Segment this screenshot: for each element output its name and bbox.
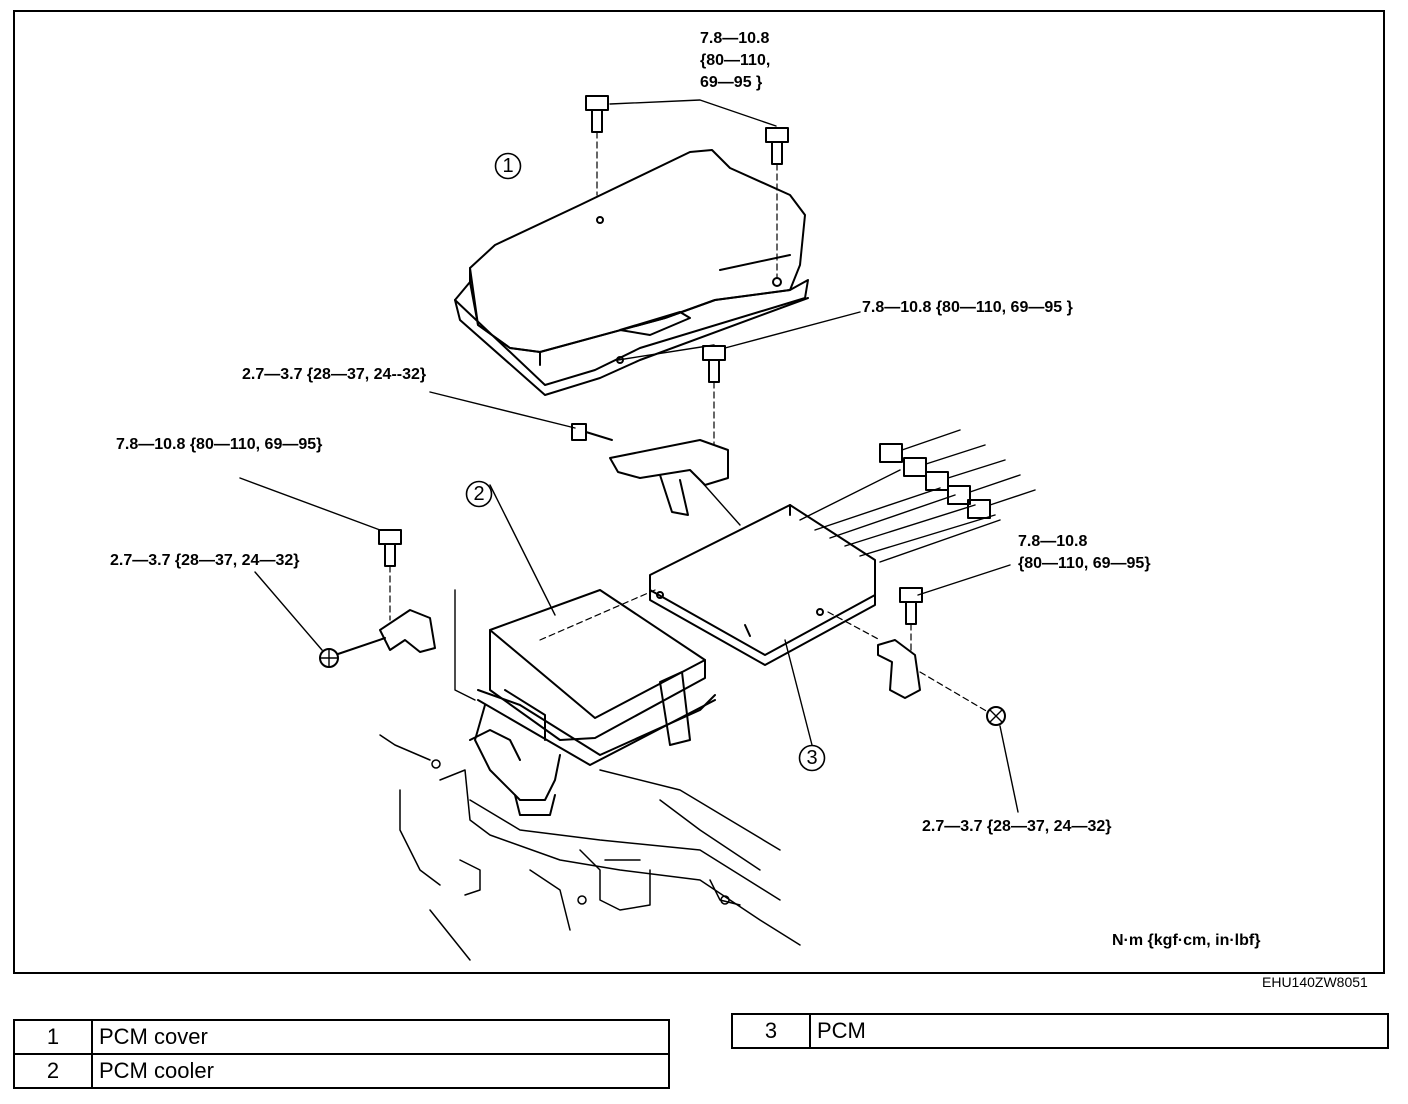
pcm-cover	[454, 149, 809, 396]
torque-line: 7.8—10.8	[1018, 533, 1088, 550]
callout-2-number: 2	[473, 483, 485, 505]
torque-left-bracket-bolt: 7.8—10.8 {80—110, 69—95}	[116, 436, 323, 453]
torque-line: 7.8—10.8	[700, 30, 770, 47]
torque-units: N·m {kgf·cm, in·lbf}	[1112, 932, 1261, 949]
pcm-unit	[649, 429, 1036, 746]
torque-left-bracket-screw: 2.7—3.7 {28—37, 24—32}	[110, 552, 300, 569]
legend-part-name: PCM cooler	[91, 1053, 670, 1089]
legend-table-left: 1 PCM cover 2 PCM cooler	[13, 1019, 670, 1089]
legend-table-right: 3 PCM	[731, 1013, 1389, 1049]
legend-row: 1 PCM cover	[13, 1019, 670, 1055]
torque-bracket-top-bolt: 7.8—10.8 {80—110, 69—95 }	[862, 299, 1073, 316]
legend-part-name: PCM cover	[91, 1019, 670, 1055]
callout-1-circle	[494, 152, 522, 180]
torque-line: {80—110, 69—95}	[1018, 555, 1151, 572]
legend-number: 2	[13, 1053, 93, 1089]
callout-3-number: 3	[806, 747, 818, 769]
torque-right-bracket-screw: 2.7—3.7 {28—37, 24—32}	[922, 818, 1112, 835]
callout-3-circle	[798, 744, 826, 772]
callout-2-circle	[465, 480, 493, 508]
legend-row: 2 PCM cooler	[13, 1053, 670, 1089]
legend-row: 3 PCM	[731, 1013, 1389, 1049]
top-bracket	[429, 311, 861, 516]
cover-bolts	[585, 95, 789, 279]
torque-line: {80—110,	[700, 52, 771, 69]
torque-right-bracket-bolt: 7.8—10.8 {80—110, 69—95}	[1018, 531, 1151, 575]
legend-part-name: PCM	[809, 1013, 1389, 1049]
right-bracket	[827, 564, 1019, 813]
callout-1: 1	[494, 152, 522, 180]
torque-line: 69—95 }	[700, 74, 763, 91]
figure-code: EHU140ZW8051	[1262, 974, 1368, 990]
pcm-cooler	[469, 484, 716, 816]
diagram-frame	[13, 10, 1385, 974]
callout-3: 3	[798, 744, 826, 772]
legend-number: 3	[731, 1013, 811, 1049]
left-bracket	[239, 477, 476, 701]
vehicle-structure	[379, 734, 801, 961]
legend-number: 1	[13, 1019, 93, 1055]
torque-bracket-top-screw: 2.7—3.7 {28—37, 24--32}	[242, 366, 427, 383]
callout-1-number: 1	[502, 155, 514, 177]
torque-pcm-cover-bolts: 7.8—10.8 {80—110, 69—95 }	[700, 28, 770, 94]
callout-2: 2	[465, 480, 493, 508]
